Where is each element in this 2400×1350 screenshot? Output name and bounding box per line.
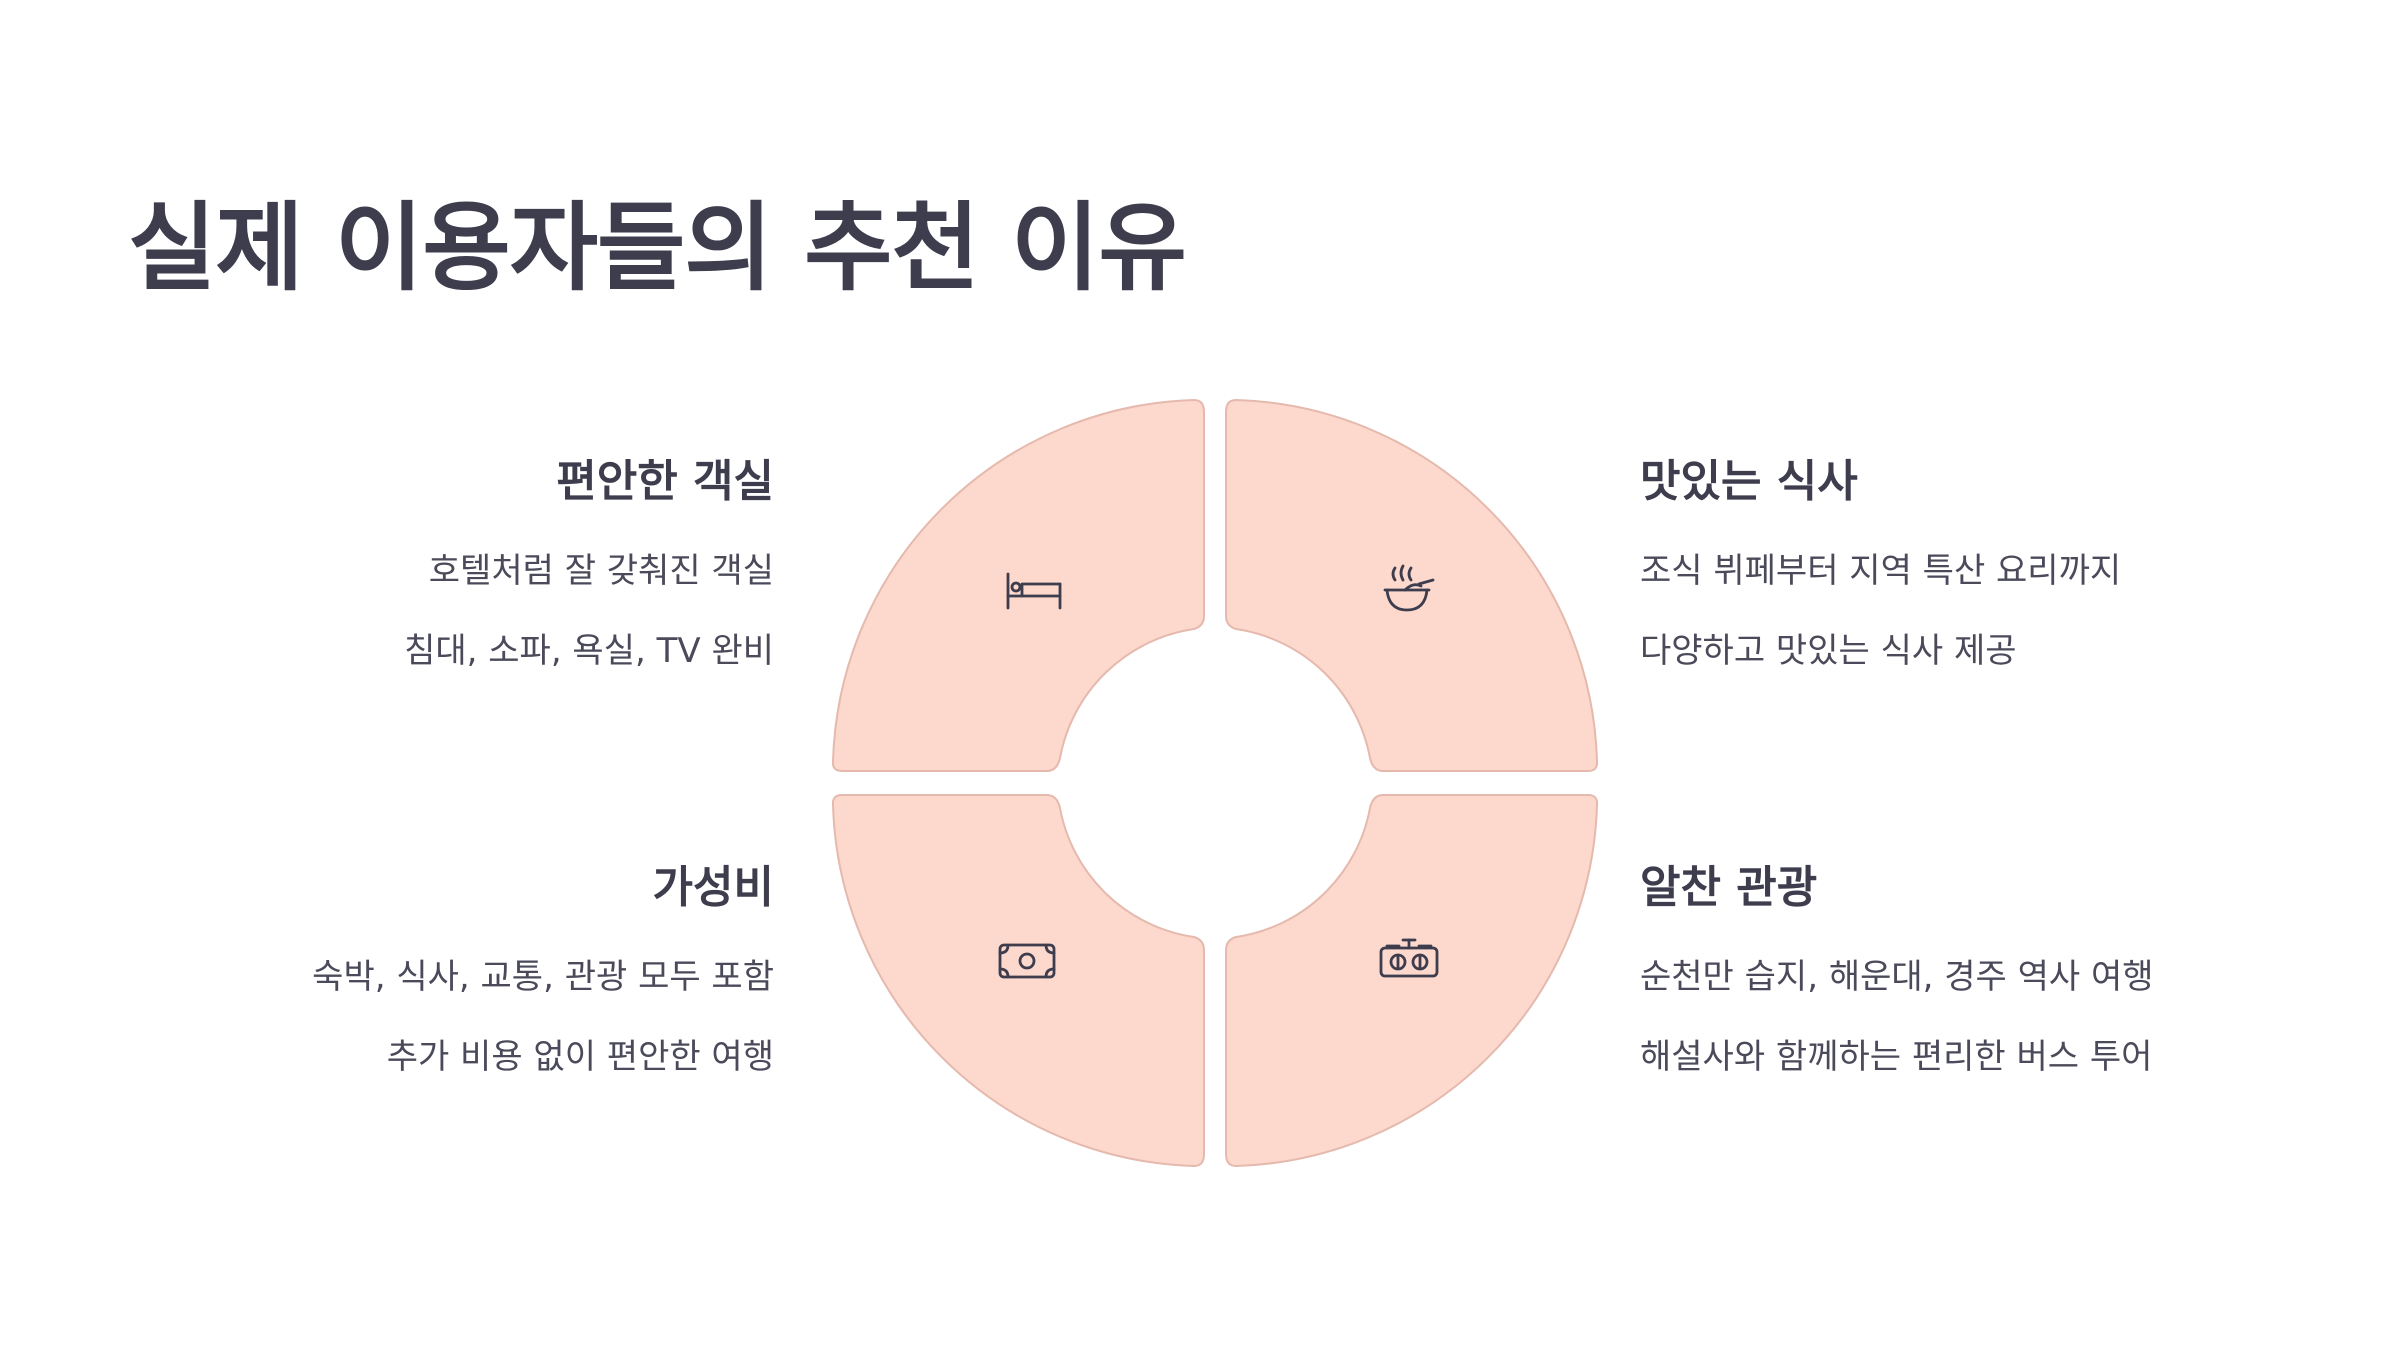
item-description-line: 추가 비용 없이 편안한 여행: [386, 1036, 774, 1077]
item-full-sightseeing: 알찬 관광 순천만 습지, 해운대, 경주 역사 여행 해설사와 함께하는 편리…: [1640, 862, 2200, 1097]
segment-bottom-right: [1225, 794, 1599, 1168]
cycle-diagram: [820, 388, 1610, 1178]
item-title: 맛있는 식사: [1640, 456, 1858, 507]
item-description-line: 다양하고 맛있는 식사 제공: [1640, 630, 2017, 671]
item-value-for-money: 가성비 숙박, 식사, 교통, 관광 모두 포함 추가 비용 없이 편안한 여행: [214, 862, 774, 1097]
item-description-line: 호텔처럼 잘 갖춰진 객실: [428, 550, 774, 591]
money-icon: [998, 943, 1056, 979]
page-title: 실제 이용자들의 추천 이유: [128, 192, 1187, 304]
item-description-line: 조식 뷔페부터 지역 특산 요리까지: [1640, 550, 2122, 591]
segment-bottom-left: [831, 794, 1205, 1168]
item-description-line: 해설사와 함께하는 편리한 버스 투어: [1640, 1036, 2153, 1077]
bed-icon: [1006, 572, 1062, 610]
item-description-line: 침대, 소파, 욕실, TV 완비: [404, 630, 774, 671]
binoculars-icon: [1379, 938, 1439, 978]
food-bowl-icon: [1383, 564, 1435, 612]
item-title: 가성비: [652, 862, 774, 913]
item-delicious-meals: 맛있는 식사 조식 뷔페부터 지역 특산 요리까지 다양하고 맛있는 식사 제공: [1640, 456, 2200, 691]
item-title: 편안한 객실: [556, 456, 774, 507]
cycle-diagram-svg: [831, 398, 1599, 1168]
item-comfortable-room: 편안한 객실 호텔처럼 잘 갖춰진 객실 침대, 소파, 욕실, TV 완비: [214, 456, 774, 691]
item-title: 알찬 관광: [1640, 862, 1818, 913]
item-description-line: 순천만 습지, 해운대, 경주 역사 여행: [1640, 956, 2154, 997]
item-description-line: 숙박, 식사, 교통, 관광 모두 포함: [312, 956, 774, 997]
